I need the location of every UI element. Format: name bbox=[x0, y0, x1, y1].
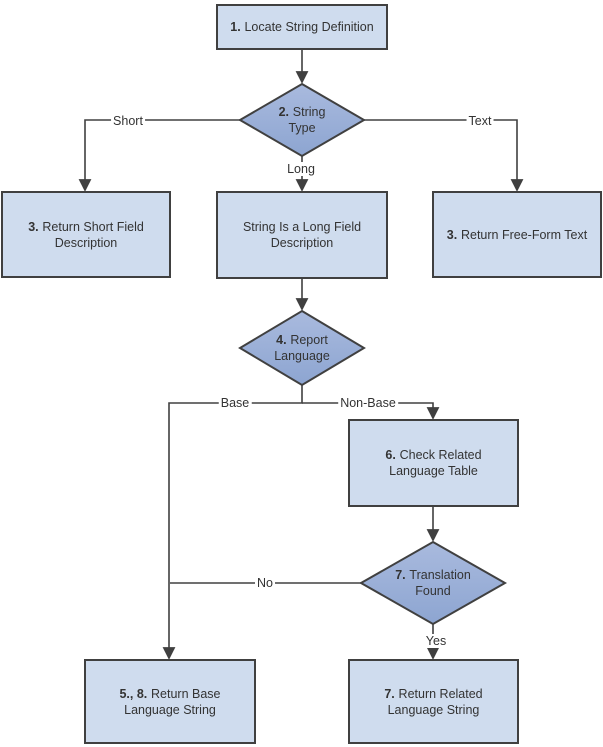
edge-label-yes: Yes bbox=[423, 634, 449, 648]
box-locate-string-definition bbox=[216, 4, 388, 50]
box-return-free-form-text bbox=[432, 191, 602, 278]
box-return-related-language-string bbox=[348, 659, 519, 744]
connector-short-branch bbox=[78, 119, 240, 192]
edge-label-short: Short bbox=[111, 114, 145, 128]
edge-label-text: Text bbox=[466, 114, 494, 128]
diamond-string-type bbox=[238, 82, 366, 158]
connector-text-branch bbox=[364, 119, 524, 192]
diamond-translation-found bbox=[358, 540, 508, 626]
diamond-report-language bbox=[238, 309, 366, 387]
box-string-is-long-field-description bbox=[216, 191, 388, 279]
box-check-related-language-table bbox=[348, 419, 519, 507]
edge-label-non-base: Non-Base bbox=[338, 396, 398, 410]
edge-label-no: No bbox=[255, 576, 275, 590]
connector-base-branch bbox=[162, 385, 303, 660]
box-return-base-language-string bbox=[84, 659, 256, 744]
edge-label-base: Base bbox=[218, 396, 252, 410]
edge-label-long: Long bbox=[285, 162, 317, 176]
box-return-short-field-description bbox=[1, 191, 171, 278]
